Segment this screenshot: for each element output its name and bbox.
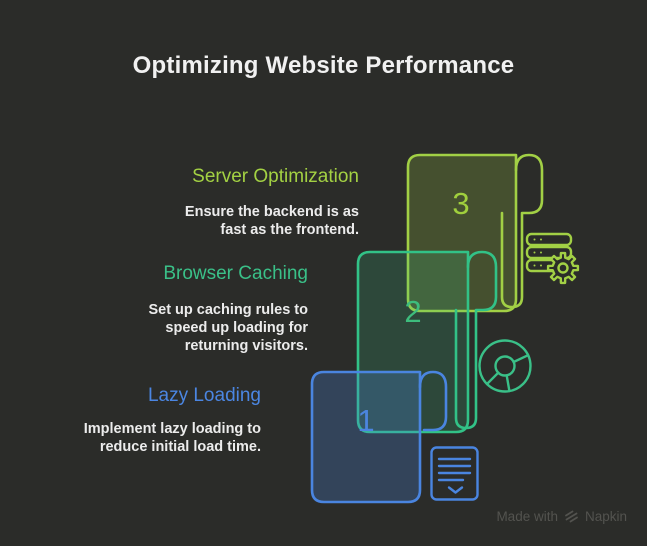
footer-credit: Made with Napkin bbox=[496, 509, 627, 524]
scroll-1-curl bbox=[418, 370, 448, 432]
step-desc-lazy-loading: Implement lazy loading to reduce initial… bbox=[83, 421, 261, 455]
scroll-1-body bbox=[310, 370, 422, 504]
chrome-browser-icon bbox=[478, 339, 532, 393]
made-with-text: Made with bbox=[496, 509, 558, 524]
step-number-1: 1 bbox=[357, 403, 375, 438]
page-title: Optimizing Website Performance bbox=[132, 52, 515, 79]
step-label-browser-caching: Browser Caching bbox=[163, 263, 308, 284]
scroll-3-curl bbox=[500, 153, 544, 309]
step-desc-server-optimization: Ensure the backend is as fast as the fro… bbox=[184, 204, 359, 238]
brand-text: Napkin bbox=[584, 509, 627, 524]
gear-icon bbox=[546, 251, 580, 285]
step-label-lazy-loading: Lazy Loading bbox=[147, 385, 261, 406]
scroll-shape-1 bbox=[310, 370, 448, 504]
scroll-shape-3 bbox=[406, 153, 544, 313]
step-number-2: 2 bbox=[404, 294, 422, 329]
document-lines-icon bbox=[430, 446, 479, 501]
scroll-shape-2 bbox=[356, 250, 498, 434]
napkin-logo-icon bbox=[565, 510, 578, 523]
server-database-gear-icon bbox=[525, 232, 580, 285]
step-number-3: 3 bbox=[452, 186, 470, 221]
step-label-server-optimization: Server Optimization bbox=[192, 166, 359, 187]
scroll-2-curl bbox=[454, 250, 498, 430]
scroll-2-body bbox=[356, 250, 470, 434]
step-desc-browser-caching: Set up caching rules to speed up loading… bbox=[148, 302, 308, 354]
